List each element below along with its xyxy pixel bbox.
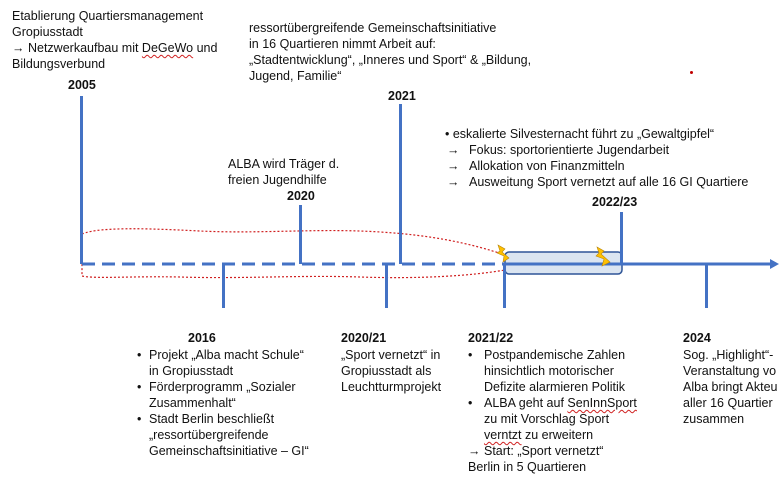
tick-2016 [222,264,225,308]
lightning-icon [496,244,510,263]
event-2016-text: Projekt „Alba macht Schule“in Gropiussta… [137,347,309,459]
event-2005-line1: Etablierung Quartiersmanagement [12,9,204,23]
stray-dot [690,71,693,74]
arrow-icon: → [468,444,484,458]
bullet-item: Stadt Berlin beschließt„ressortübergreif… [137,411,309,459]
year-2022-23: 2022/23 [592,195,638,209]
event-2020-text: ALBA wird Träger d. freien Jugendhilfe [228,156,339,188]
year-2021-22: 2021/22 [468,331,514,345]
arrow-item: Fokus: sportorientierte Jugendarbeit [445,142,748,158]
tick-2020 [299,205,302,264]
year-2005: 2005 [68,78,96,92]
year-2016: 2016 [188,331,216,345]
event-2005-text: Etablierung Quartiersmanagement Gropiuss… [12,8,217,72]
year-2024: 2024 [683,331,711,345]
event-2022-23-arrow-list: Fokus: sportorientierte Jugendarbeit All… [445,142,748,190]
spellcheck-word: SenInnSport [567,396,637,410]
event-2021-line2: in 16 Quartieren nimmt Arbeit auf: [249,37,436,51]
event-2020-line2: freien Jugendhilfe [228,173,327,187]
tick-2024 [705,264,708,308]
event-2021-22-arrow-item: → Start: „Sport vernetzt“ [468,444,604,458]
event-2021-text: ressortübergreifende Gemeinschaftsinitia… [249,20,531,84]
year-2020-21: 2020/21 [341,331,387,345]
year-2020: 2020 [287,189,315,203]
event-2022-23-bullet: • eskalierte Silvesternacht führt zu „Ge… [445,127,715,141]
event-2022-23-text: • eskalierte Silvesternacht führt zu „Ge… [445,126,748,190]
arrow-item: Ausweitung Sport vernetzt auf alle 16 GI… [445,174,748,190]
event-2005-line4: Bildungsverbund [12,57,106,71]
spellcheck-word: DeGeWo [141,41,194,55]
dotted-outline [81,228,517,279]
spellcheck-word: verntzt [484,428,522,442]
tick-2021-22 [503,264,506,308]
arrow-icon: → [12,41,28,55]
event-2021-line1: ressortübergreifende Gemeinschaftsinitia… [249,21,497,35]
tick-2020-21 [385,264,388,308]
tick-2022-23 [620,212,623,264]
bullet-item: Projekt „Alba macht Schule“in Gropiussta… [137,347,309,379]
timeline-arrowhead [770,259,779,269]
bullet-item: ALBA geht auf SenInnSport zu mit Vorschl… [468,395,637,443]
event-2005-arrow-item: → Netzwerkaufbau mit DeGeWo und [12,41,218,55]
arrow-item: Allokation von Finanzmitteln [445,158,748,174]
event-2021-line4: Jugend, Familie“ [249,69,342,83]
event-2005-line2: Gropiusstadt [12,25,83,39]
tick-2005 [80,96,83,264]
event-2021-line3: „Stadtentwicklung“, „Inneres und Sport“ … [249,53,532,67]
event-2020-21-text: „Sport vernetzt“ in Gropiusstadt als Leu… [341,348,442,394]
tick-2021 [399,104,402,264]
event-2024-text: Sog. „Highlight“- Veranstaltung vo Alba … [683,348,778,426]
event-2016-bullets: Projekt „Alba macht Schule“in Gropiussta… [137,347,309,459]
event-2020-line1: ALBA wird Träger d. [228,157,340,171]
year-2021: 2021 [388,89,416,103]
lightning-icon [595,246,611,267]
